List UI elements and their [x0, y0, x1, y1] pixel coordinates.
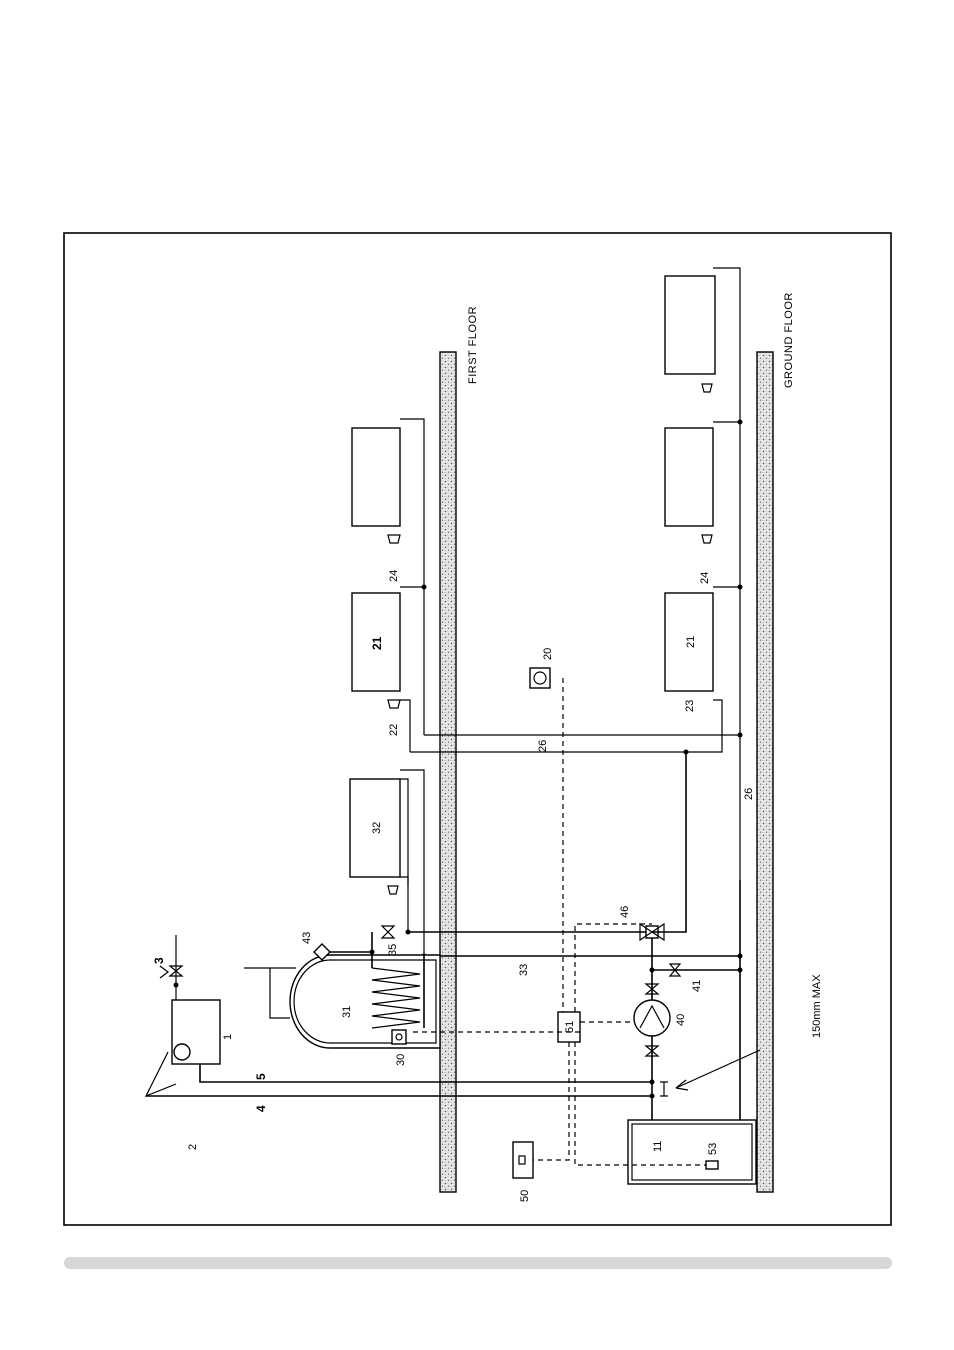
label-35: 35: [387, 944, 399, 956]
junction: [738, 420, 743, 425]
label-41: 41: [691, 980, 703, 992]
junction: [738, 585, 743, 590]
junction: [738, 954, 743, 959]
label-21-first: 21: [370, 636, 384, 650]
label-20: 20: [542, 648, 554, 660]
ground-floor-return: [713, 268, 740, 880]
label-22: 22: [388, 724, 400, 736]
junction: [650, 1080, 655, 1085]
label-51: 51: [564, 1021, 576, 1033]
label-31: 31: [341, 1006, 353, 1018]
dimension-marker: [660, 1082, 668, 1096]
boiler-outer: [628, 1120, 756, 1184]
junction: [738, 733, 743, 738]
radiator-ground-floor-3: [665, 276, 715, 374]
label-26-lower: 26: [743, 788, 755, 800]
label-53: 53: [707, 1143, 719, 1155]
radiator-ground-floor-2: [665, 428, 713, 526]
room-thermostat-icon: [530, 668, 550, 688]
first-floor-slab: [440, 352, 456, 1192]
hot-water-cylinder: [290, 955, 440, 1048]
label-11: 11: [652, 1141, 664, 1152]
label-46: 46: [619, 906, 631, 918]
programmer-icon: [513, 1142, 533, 1178]
label-23: 23: [684, 700, 696, 712]
junction: [370, 950, 375, 955]
towel-radiator-valve: [388, 886, 398, 894]
cold-feed-arrow: [160, 966, 168, 978]
label-50: 50: [519, 1190, 531, 1202]
cylinder-thermostat-icon: [392, 1030, 406, 1044]
label-3: 3: [152, 957, 166, 964]
label-150mm-max: 150mm MAX: [811, 974, 823, 1038]
label-24-ground: 24: [699, 572, 711, 584]
dimension-leader: [676, 1050, 760, 1088]
label-2: 2: [187, 1144, 199, 1150]
label-30: 30: [395, 1054, 407, 1066]
heating-flow-pipe: [652, 752, 686, 932]
label-4: 4: [254, 1105, 268, 1112]
radiator-first-floor-2: [352, 428, 400, 526]
label-43: 43: [301, 932, 313, 944]
footer-bar: [64, 1257, 892, 1269]
boiler-control-icon: [706, 1161, 718, 1169]
ground-floor-label: GROUND FLOOR: [783, 292, 795, 388]
hot-draw-off: [244, 968, 296, 1018]
ball-valve-icon: [174, 1044, 190, 1060]
junction: [422, 585, 427, 590]
towel-radiator-flow: [400, 779, 408, 932]
tank-junction: [174, 983, 179, 988]
label-26-upper: 26: [537, 740, 549, 752]
junction: [650, 968, 655, 973]
ground-floor-slab: [757, 352, 773, 1192]
label-5: 5: [254, 1073, 268, 1080]
junction: [650, 1094, 655, 1099]
valve-35-icon: [382, 926, 394, 938]
junction: [738, 968, 743, 973]
label-21-ground: 21: [685, 636, 697, 648]
label-1: 1: [222, 1034, 234, 1040]
label-24-first: 24: [388, 570, 400, 582]
first-floor-label: FIRST FLOOR: [467, 306, 479, 384]
label-33: 33: [518, 964, 530, 976]
junction: [406, 930, 411, 935]
label-40: 40: [675, 1014, 687, 1026]
towel-radiator-return: [400, 770, 424, 956]
label-32: 32: [371, 822, 383, 834]
